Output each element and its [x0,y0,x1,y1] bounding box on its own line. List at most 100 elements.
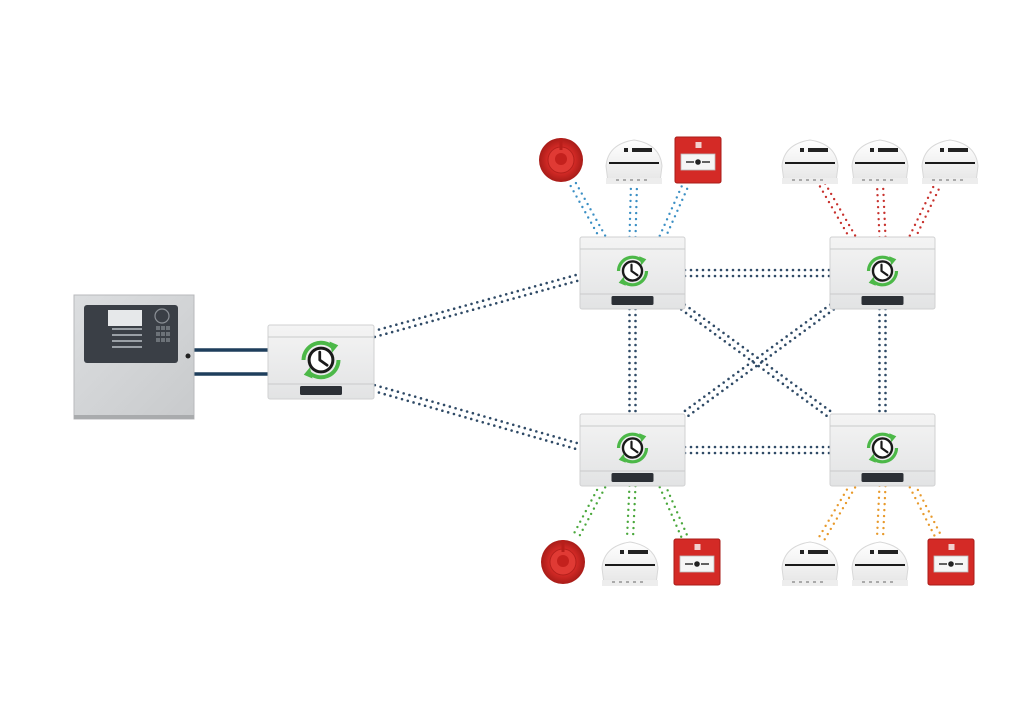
detector-vent [628,550,648,554]
detector-base [852,178,908,184]
detector-dome [781,541,839,585]
link-gateway-module-to-module-top-left [371,272,583,339]
loop-wiring-loop_b [818,181,857,240]
manual-call-point-device [673,538,721,586]
loop-cable-line [881,182,887,239]
link-gateway-module-to-module-bottom-left [371,383,583,452]
link-module-bottom-left-to-module-bottom-right [683,445,832,455]
detector-vent [808,550,828,554]
detector-dome [851,541,909,585]
link-control-panel-to-gateway-module [194,348,268,376]
press-point-icon [948,561,954,567]
dotted-cable-line [679,308,832,420]
loop-cable-line [631,484,637,540]
sync-arrowhead [329,341,339,353]
loop-cable-line [818,184,852,240]
smoke-detector-device [921,139,979,184]
sync-arrow-top [616,432,644,449]
sync-arrowhead [868,453,876,463]
loop-cable-line [574,181,607,237]
device-group-module-top-right [781,139,979,184]
panel-keypad-key [161,332,165,336]
sync-arrowhead [889,256,897,266]
loop-cable-line [823,181,857,237]
loop-wiring-loop_b [908,181,942,240]
clock-sync-icon [866,255,899,287]
loop-cable-line [628,182,633,239]
sync-arrowhead [889,433,897,443]
detector-led [870,550,874,554]
detector-dome [781,139,839,183]
sounder-beacon-device [541,540,585,584]
smoke-detector-device [851,541,909,586]
panel-indicator-row [112,328,142,330]
sync-arrow-bottom [307,359,341,380]
clock-hands [630,263,639,277]
detector-base [922,178,978,184]
link-module-top-left-to-module-bottom-left [628,307,637,416]
module-bottom-left [579,413,686,487]
panel-keypad-key [161,338,165,342]
loop-cable-line [571,483,602,538]
smoke-detector-device [781,541,839,586]
sounder-centre [557,555,569,567]
loop-cable-line [658,181,685,237]
device-group-module-bottom-left [541,538,721,586]
loop-wiring-loop_c [658,483,689,541]
loop-cable-line [658,485,684,541]
sync-arrow-top [866,255,894,272]
loop-cable-line [875,484,881,540]
fire-control-panel [73,294,195,420]
module-status-leds [861,296,904,305]
panel-indicator-row [112,340,142,342]
sounder-centre [555,153,567,165]
clock-sync-icon [616,432,649,464]
clock-hands [318,350,329,367]
press-point-icon [695,159,701,165]
loop-wiring-loop_b [875,182,887,239]
sync-arrow-bottom [871,447,899,464]
panel-keypad-key [156,338,160,342]
detector-led [620,550,624,554]
devices-layer [539,136,979,586]
sync-arrow-bottom [871,270,899,287]
loop-cable-line [576,486,607,541]
loop-wiring-loop_a [628,182,639,239]
dotted-cable-line [373,278,583,339]
loop-cable-line [875,182,881,239]
detector-led [940,148,944,152]
clock-hands [880,440,889,454]
detector-vent [948,148,968,152]
panel-keypad-key [166,326,170,330]
clock-hands [880,263,889,277]
loop-cable-line [913,483,943,538]
detector-led [800,148,804,152]
loop-wiring-loop_a [569,181,607,240]
clock-hands [630,440,639,454]
sync-arrow-top [616,255,644,272]
loop-wiring-loop_d [875,484,887,540]
loop-wiring-loop_d [818,483,857,541]
panel-base-edge [74,415,194,419]
module-top-left [579,236,686,310]
dotted-cable-line [371,272,581,333]
link-module-top-right-to-module-bottom-left [679,303,836,420]
module-status-leds [611,473,654,482]
sync-arrowhead [618,453,626,463]
smoke-detector-device [851,139,909,184]
detector-base [782,178,838,184]
clock-sync-icon [301,340,341,380]
loop-cable-line [881,484,887,540]
panel-keypad-key [156,326,160,330]
loop-cable-line [908,181,937,237]
smoke-detector-device [601,541,659,586]
loop-wiring-loop_d [908,483,943,541]
detector-base [602,580,658,586]
detector-vent [808,148,828,152]
link-module-top-left-to-module-bottom-right [679,303,836,420]
module-status-leds [611,296,654,305]
module-top-right [829,236,936,310]
detector-vent [632,148,652,152]
loop-cable-line [914,184,942,240]
